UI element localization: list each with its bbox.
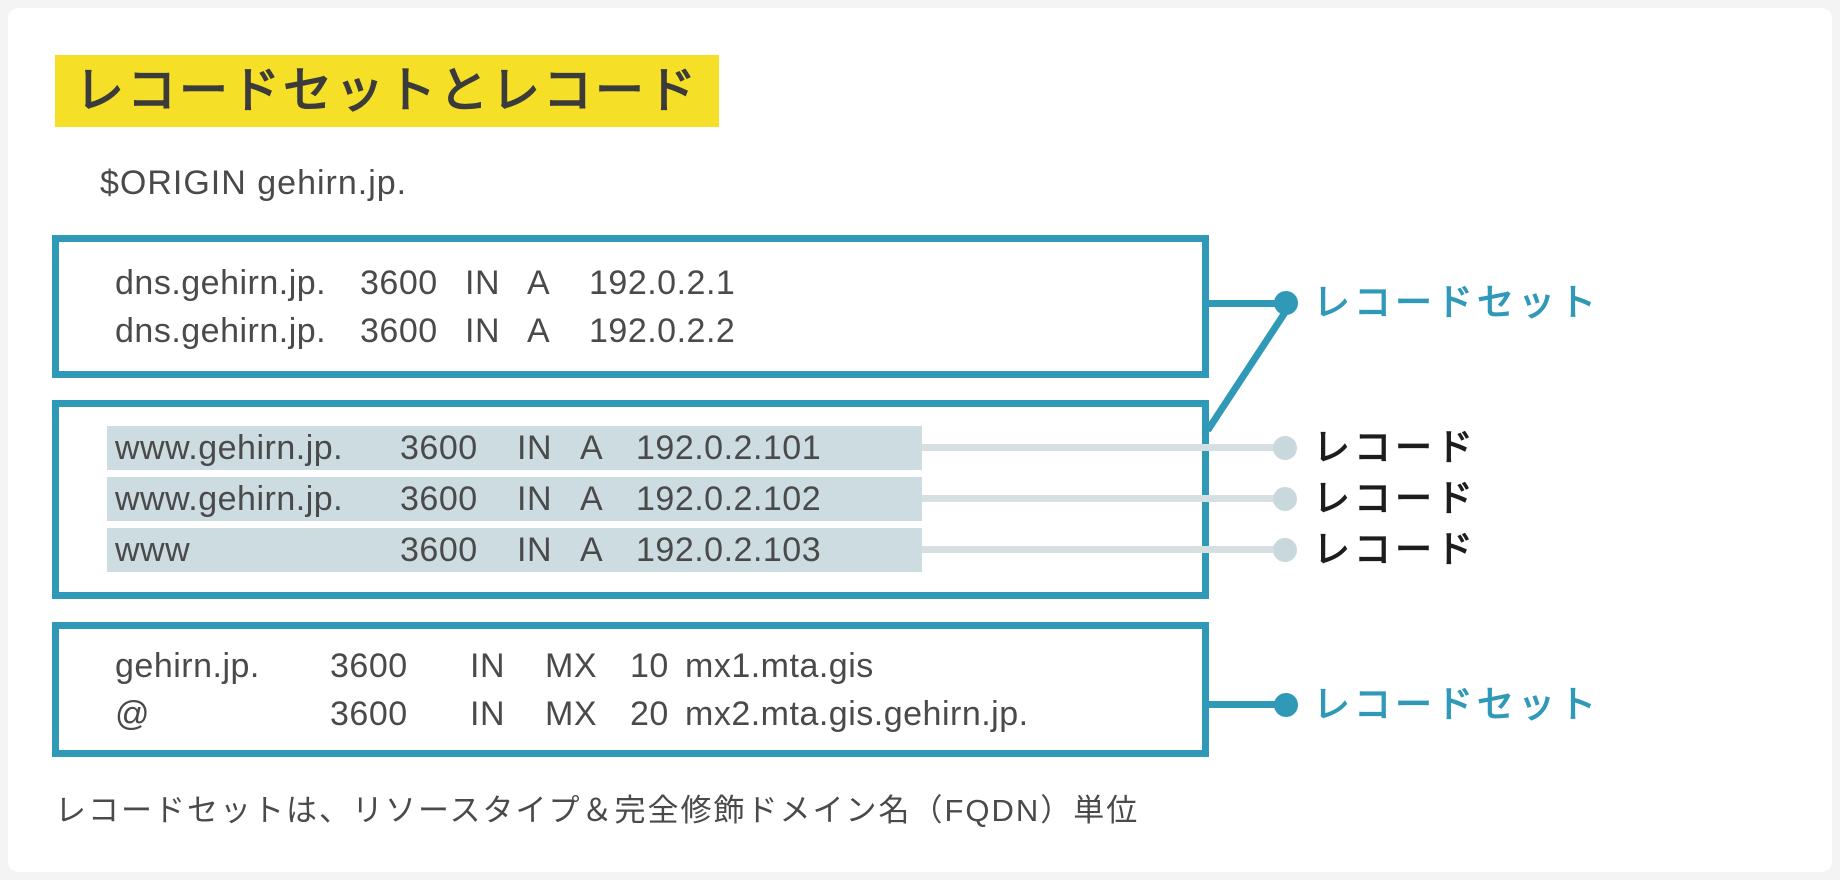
dns-record-row: www 3600 IN A 192.0.2.103	[107, 528, 922, 572]
bullet-dot-record-2	[1273, 487, 1297, 511]
record-type: A	[580, 531, 604, 569]
label-record-3: レコード	[1313, 529, 1477, 570]
record-type: A	[527, 311, 551, 350]
record-highlight-row: www 3600 IN A 192.0.2.103	[107, 528, 922, 572]
record-class: IN	[465, 263, 500, 302]
origin-directive: $ORIGIN gehirn.jp.	[100, 164, 408, 202]
record-priority: 20	[630, 694, 669, 733]
record-type: MX	[545, 694, 597, 733]
record-highlight-row: www.gehirn.jp. 3600 IN A 192.0.2.101	[107, 426, 922, 470]
record-name: www	[115, 531, 191, 569]
record-ttl: 3600	[400, 480, 478, 518]
connector-line-record-1	[922, 444, 1285, 451]
record-value: 192.0.2.2	[589, 311, 736, 350]
dns-record-row: www.gehirn.jp. 3600 IN A 192.0.2.101	[107, 426, 922, 470]
record-class: IN	[517, 531, 552, 569]
recordset-box-dns-a: dns.gehirn.jp. 3600 IN A 192.0.2.1 dns.g…	[52, 235, 1209, 378]
dns-record-row: dns.gehirn.jp. 3600 IN A 192.0.2.1	[115, 264, 1202, 302]
record-value: 192.0.2.101	[636, 429, 822, 467]
record-host: mx2.mta.gis.gehirn.jp.	[685, 694, 1029, 733]
label-record-2: レコード	[1313, 478, 1477, 519]
bullet-dot-record-1	[1273, 436, 1297, 460]
record-ttl: 3600	[360, 263, 438, 302]
record-name: www.gehirn.jp.	[115, 480, 344, 518]
bullet-dot-recordset-top	[1274, 291, 1298, 315]
dns-record-row: @ 3600 IN MX 20 mx2.mta.gis.gehirn.jp.	[115, 695, 1202, 733]
dns-record-row: dns.gehirn.jp. 3600 IN A 192.0.2.2	[115, 312, 1202, 350]
record-class: IN	[517, 480, 552, 518]
connector-line-record-2	[922, 495, 1285, 502]
label-recordset-bottom: レコードセット	[1313, 684, 1600, 725]
record-type: A	[580, 429, 604, 467]
record-class: IN	[470, 694, 505, 733]
record-ttl: 3600	[330, 646, 408, 685]
dns-record-row: www.gehirn.jp. 3600 IN A 192.0.2.102	[107, 477, 922, 521]
bullet-dot-recordset-bottom	[1274, 693, 1298, 717]
record-value: 192.0.2.1	[589, 263, 736, 302]
record-ttl: 3600	[360, 311, 438, 350]
record-name: dns.gehirn.jp.	[115, 311, 327, 350]
dns-record-row: gehirn.jp. 3600 IN MX 10 mx1.mta.gis	[115, 647, 1202, 685]
record-name: gehirn.jp.	[115, 646, 260, 685]
record-priority: 10	[630, 646, 669, 685]
record-type: A	[580, 480, 604, 518]
record-class: IN	[517, 429, 552, 467]
connector-line-recordset-bottom	[1208, 701, 1286, 708]
record-class: IN	[470, 646, 505, 685]
record-type: MX	[545, 646, 597, 685]
record-value: 192.0.2.103	[636, 531, 822, 569]
record-value: 192.0.2.102	[636, 480, 822, 518]
caption: レコードセットは、リソースタイプ＆完全修飾ドメイン名（FQDN）単位	[55, 793, 1140, 828]
record-ttl: 3600	[400, 531, 478, 569]
bullet-dot-record-3	[1273, 538, 1297, 562]
page-title: レコードセットとレコード	[55, 55, 720, 127]
label-record-1: レコード	[1313, 427, 1477, 468]
record-name: @	[115, 694, 151, 733]
record-host: mx1.mta.gis	[685, 646, 874, 685]
record-name: www.gehirn.jp.	[115, 429, 344, 467]
recordset-box-mx: gehirn.jp. 3600 IN MX 10 mx1.mta.gis @ 3…	[52, 622, 1209, 757]
connector-line-recordset-top	[1208, 300, 1286, 307]
record-ttl: 3600	[400, 429, 478, 467]
record-type: A	[527, 263, 551, 302]
connector-line-record-3	[922, 546, 1285, 553]
label-recordset-top: レコードセット	[1313, 282, 1600, 323]
record-name: dns.gehirn.jp.	[115, 263, 327, 302]
record-ttl: 3600	[330, 694, 408, 733]
record-class: IN	[465, 311, 500, 350]
record-highlight-row: www.gehirn.jp. 3600 IN A 192.0.2.102	[107, 477, 922, 521]
